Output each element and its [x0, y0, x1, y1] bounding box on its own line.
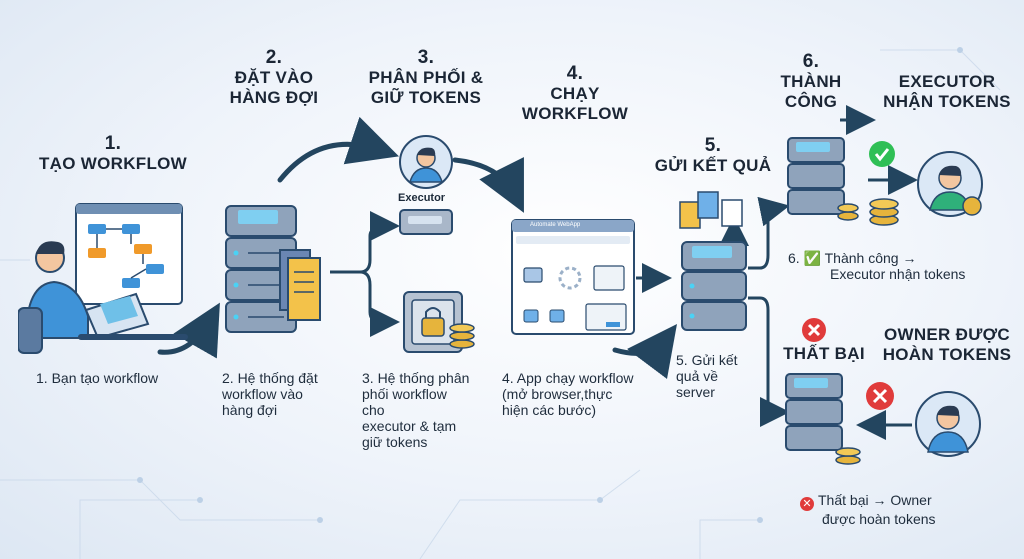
step-2-title: 2. ĐẶT VÀO HÀNG ĐỢI [218, 48, 330, 108]
step-2-caption: 2. Hệ thống đặt workflow vào hàng đợi [222, 370, 318, 418]
arrow-4-5 [612, 324, 678, 380]
step-6-number: 6. [802, 51, 820, 72]
server-icon [225, 205, 321, 333]
step-1-number: 1. [104, 133, 122, 154]
step-3-title: 3. PHÂN PHỐI & GIỮ TOKENS [356, 48, 496, 108]
coin-icon [869, 198, 899, 226]
executor-receives-title: EXECUTOR NHẬN TOKENS [883, 72, 1011, 111]
cross-icon: ✕ [800, 497, 814, 511]
step-1-title: 1. TẠO WORKFLOW [28, 134, 198, 174]
arrow-2-3 [277, 116, 399, 183]
step-3-caption: 3. Hệ thống phân phối workflow cho execu… [362, 370, 470, 450]
step-4-caption: 4. App chạy workflow (mở browser,thực hi… [502, 370, 634, 418]
arrow-1-2 [157, 302, 220, 359]
arrow-2-executor [330, 211, 400, 274]
step-5-caption: 5. Gửi kết quả về server [676, 352, 738, 400]
browser-title: Automate WebApp [530, 222, 581, 228]
fail-caption: ✕Thất bại → Owner được hoàn tokens [800, 492, 1000, 527]
coin-icon [449, 323, 475, 349]
executor-label: Executor [398, 192, 446, 204]
owner-refund-title: OWNER ĐƯỢC HOÀN TOKENS [882, 325, 1012, 364]
fail-title: THẤT BẠI [783, 344, 865, 363]
cross-icon [866, 382, 894, 410]
step-5-title: 5. GỬI KẾT QUẢ [650, 136, 776, 176]
person-laptop-icon [18, 203, 188, 354]
step-2-number: 2. [265, 47, 283, 68]
cross-icon [802, 318, 826, 342]
server-icon [787, 137, 859, 221]
owner-person-icon [915, 391, 981, 457]
arrow-3-4 [452, 156, 524, 213]
check-icon [869, 141, 895, 167]
step-4-number: 4. [566, 63, 584, 84]
safe-icon [403, 291, 475, 353]
result-documents-icon [679, 191, 743, 229]
success-caption: 6. ✅ Thành công → Executor nhận tokens [788, 250, 966, 282]
arrow-5-success [748, 196, 790, 270]
step-1-caption: 1. Bạn tạo workflow [36, 370, 159, 386]
step-1-heading: TẠO WORKFLOW [38, 154, 188, 173]
step-4-title: 4. CHẠY WORKFLOW [510, 64, 640, 124]
browser-window-icon [511, 219, 635, 335]
executor-person-icon [917, 151, 983, 217]
step-3-number: 3. [417, 47, 435, 68]
arrow-5-fail [748, 296, 790, 427]
server-icon [681, 241, 747, 331]
step-5-number: 5. [704, 135, 722, 156]
step-6-success-title: 6. THÀNH CÔNG [776, 52, 846, 112]
coin-icon [835, 447, 861, 465]
arrow-2-safe [359, 270, 400, 337]
server-icon [785, 373, 861, 465]
executor-person-icon [399, 135, 453, 189]
executor-device-icon [399, 209, 453, 235]
coin-icon [837, 203, 859, 221]
